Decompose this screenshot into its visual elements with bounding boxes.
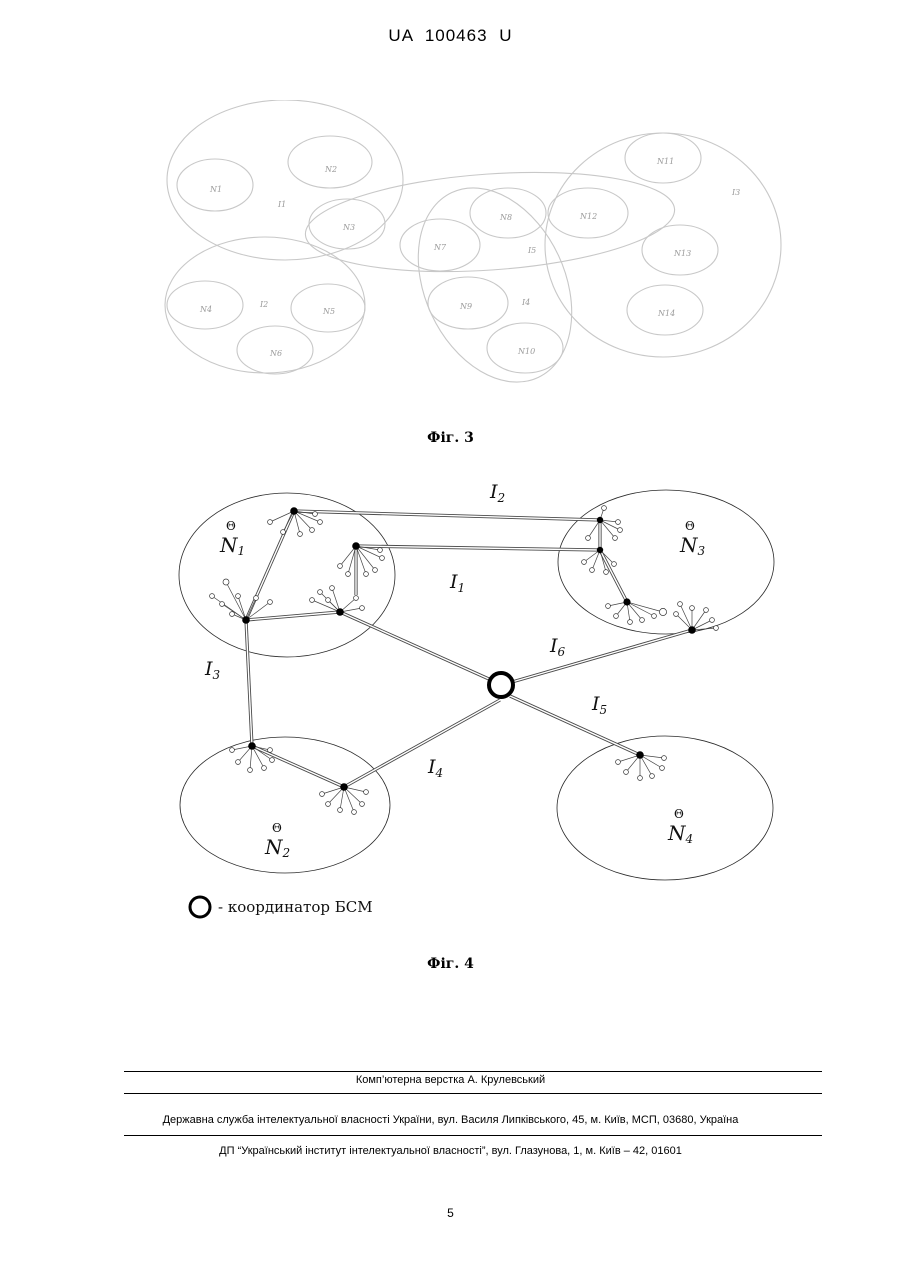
coordinator-node bbox=[489, 673, 513, 697]
cluster-I4 bbox=[388, 163, 601, 407]
label-I5: I5 bbox=[527, 246, 536, 255]
label-N4: N4 bbox=[667, 821, 693, 846]
footer-divider bbox=[124, 1071, 822, 1072]
label-I2: I2 bbox=[259, 300, 268, 309]
label-N3: N3 bbox=[342, 223, 355, 232]
tree-n2-top bbox=[230, 742, 275, 772]
label-N2: N2 bbox=[324, 165, 337, 174]
label-N12: N12 bbox=[579, 212, 597, 221]
footer-divider bbox=[124, 1135, 822, 1136]
cluster-I5 bbox=[302, 161, 678, 283]
label-N14: N14 bbox=[657, 309, 675, 318]
label-I2: I2 bbox=[489, 481, 505, 505]
tree-n3-right bbox=[674, 602, 719, 634]
footer-agency-address: Державна служба інтелектуальної власност… bbox=[0, 1114, 901, 1126]
theta-n1: Θ bbox=[226, 519, 236, 533]
legend-coordinator-icon bbox=[190, 897, 210, 917]
document-number: UA 100463 U bbox=[0, 26, 901, 46]
cluster-I1 bbox=[167, 100, 403, 260]
label-I4: I4 bbox=[427, 756, 443, 780]
label-I5: I5 bbox=[591, 693, 607, 717]
footer-typesetter: Комп’ютерна верстка А. Крулевський bbox=[0, 1074, 901, 1086]
theta-n4: Θ bbox=[674, 807, 684, 821]
page-number: 5 bbox=[0, 1206, 901, 1220]
label-I1: I1 bbox=[449, 571, 465, 595]
tree-n1-top bbox=[268, 507, 323, 536]
tree-n4 bbox=[616, 751, 667, 780]
legend-text: - координатор БСМ bbox=[218, 898, 373, 916]
label-N5: N5 bbox=[322, 307, 335, 316]
label-N4: N4 bbox=[199, 305, 212, 314]
label-N1: N1 bbox=[209, 185, 222, 194]
cluster-N1 bbox=[179, 493, 395, 657]
label-N10: N10 bbox=[517, 347, 535, 356]
label-N2: N2 bbox=[264, 835, 290, 860]
label-N9: N9 bbox=[459, 302, 472, 311]
label-I6: I6 bbox=[549, 635, 566, 659]
tree-n3-top bbox=[586, 506, 623, 541]
figure-4-caption: Фіг. 4 bbox=[0, 956, 901, 972]
label-N6: N6 bbox=[269, 349, 282, 358]
label-N3: N3 bbox=[679, 533, 706, 558]
node-N2 bbox=[288, 136, 372, 188]
links bbox=[246, 511, 692, 787]
footer-institute-address: ДП “Український інститут інтелектуальної… bbox=[0, 1145, 901, 1157]
label-I3: I3 bbox=[204, 658, 221, 682]
label-N1: N1 bbox=[219, 533, 245, 558]
tree-n3-bottom bbox=[606, 598, 667, 624]
label-I3: I3 bbox=[731, 188, 740, 197]
figure-3-caption: Фіг. 3 bbox=[0, 430, 901, 446]
theta-n2: Θ bbox=[272, 821, 282, 835]
figure-4-diagram: Θ N1 Θ N3 Θ N2 Θ N4 I2 I1 I3 I6 I5 I4 - … bbox=[160, 470, 790, 940]
label-I1: I1 bbox=[277, 200, 286, 209]
label-N7: N7 bbox=[433, 243, 447, 252]
label-N11: N11 bbox=[656, 157, 674, 166]
label-I4: I4 bbox=[521, 298, 530, 307]
label-N13: N13 bbox=[673, 249, 691, 258]
cluster-I3 bbox=[545, 133, 781, 357]
footer-divider bbox=[124, 1093, 822, 1094]
theta-n3: Θ bbox=[685, 519, 695, 533]
tree-n2-right bbox=[320, 783, 369, 814]
figure-3-diagram: I1 I2 I3 I4 I5 N1 N2 N3 N4 N5 N6 N7 N8 N… bbox=[160, 100, 790, 420]
label-N8: N8 bbox=[499, 213, 512, 222]
